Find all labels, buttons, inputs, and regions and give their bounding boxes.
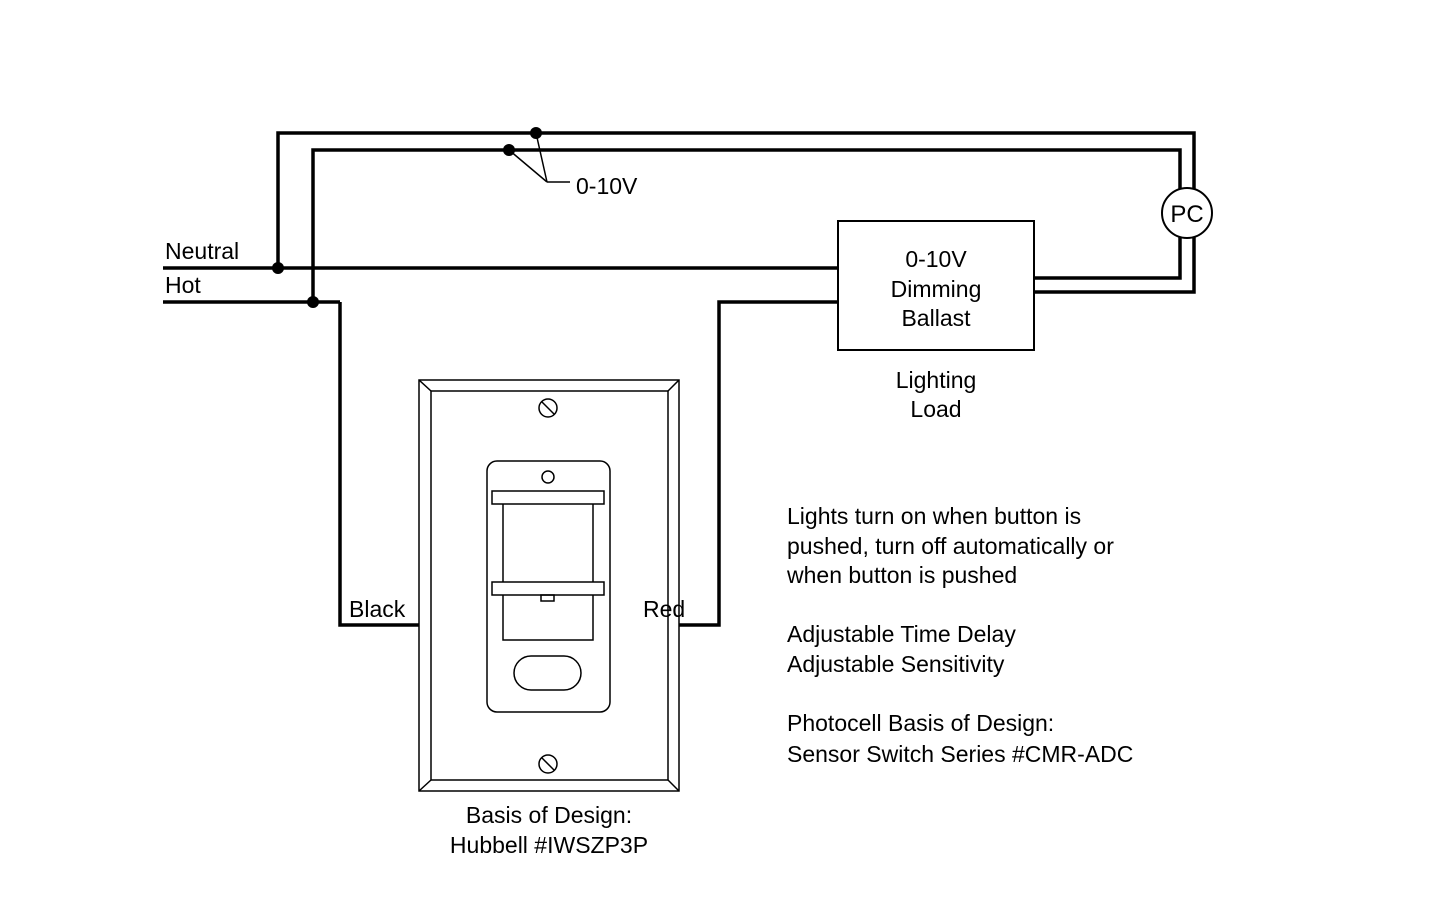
top-screw-icon <box>538 398 558 418</box>
feature-note-line1: Adjustable Time Delay <box>787 621 1016 647</box>
control-signal-label: 0-10V <box>576 173 638 199</box>
photocell-note-line1: Photocell Basis of Design: <box>787 710 1054 736</box>
sensor-indicator-icon <box>541 470 555 484</box>
operation-note-line2: pushed, turn off automatically or <box>787 533 1114 559</box>
sensor-tab <box>540 594 555 602</box>
push-button <box>513 655 582 691</box>
red-wire-label: Red <box>643 596 685 622</box>
ballast-text-line1: 0-10V <box>905 246 967 272</box>
junction-dot-neutral <box>272 262 284 274</box>
operation-note-line1: Lights turn on when button is <box>787 503 1081 529</box>
lighting-load-line1: Lighting <box>896 367 977 393</box>
control-wire-inner <box>311 148 1182 302</box>
wall-plate-inner <box>430 390 669 781</box>
ballast-text-line2: Dimming <box>891 276 982 302</box>
operation-note-line3: when button is pushed <box>786 562 1017 588</box>
black-wire-label: Black <box>349 596 406 622</box>
neutral-label: Neutral <box>165 238 239 264</box>
lighting-load-line2: Load <box>910 396 961 422</box>
sensor-top-bar <box>491 490 605 505</box>
switch-basis-line2: Hubbell #IWSZP3P <box>450 832 648 858</box>
junction-dot-hot <box>307 296 319 308</box>
control-wire-pair <box>276 131 1196 302</box>
photocell-symbol <box>1161 187 1213 239</box>
bottom-screw-icon <box>538 754 558 774</box>
control-wire-outer <box>276 131 1196 294</box>
dimming-ballast-box <box>837 220 1035 351</box>
sensor-body <box>486 460 611 713</box>
hot-label: Hot <box>165 272 201 298</box>
photocell-note-line2: Sensor Switch Series #CMR-ADC <box>787 741 1133 767</box>
sensor-switch <box>418 379 680 792</box>
switch-basis-line1: Basis of Design: <box>466 802 632 828</box>
photocell-label: PC <box>1170 201 1203 228</box>
feature-note-line2: Adjustable Sensitivity <box>787 651 1005 677</box>
ballast-text-line3: Ballast <box>901 305 971 331</box>
control-label-leader <box>508 132 570 183</box>
